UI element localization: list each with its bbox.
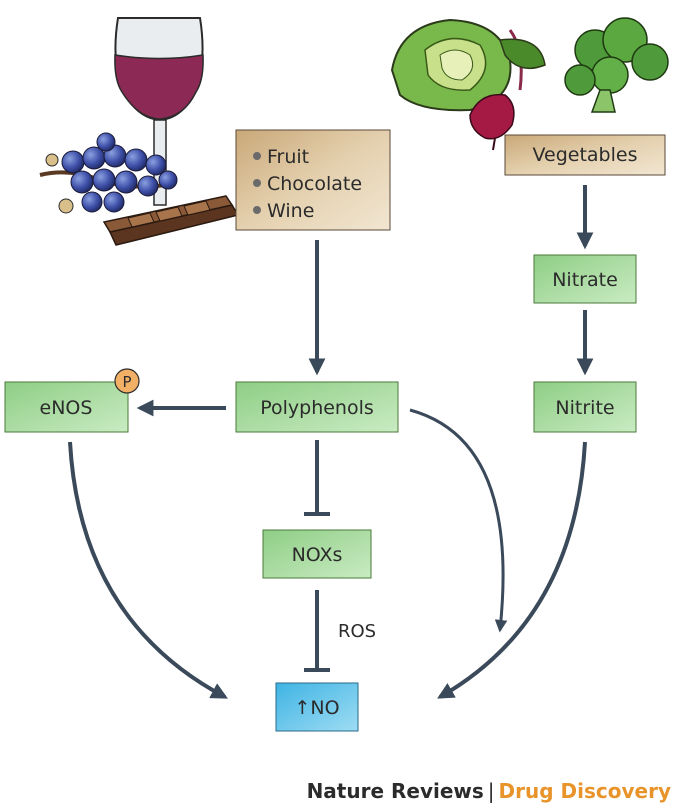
vegetables-box: Vegetables [504,134,666,176]
nitrite-label: Nitrite [555,397,614,419]
no-node: ↑NO [275,682,359,732]
no-label: ↑NO [294,697,339,719]
phosphorylation-badge-label: P [122,373,131,391]
food-item-wine: Wine [267,200,314,222]
food-item-chocolate: Chocolate [267,173,362,195]
food-item-fruit: Fruit [267,146,309,168]
arrow-enos-to-no [68,441,228,699]
nitrite-node: Nitrite [533,381,637,433]
noxs-label: NOXs [292,544,343,566]
nitrate-label: Nitrate [552,269,618,291]
enos-label: eNOS [40,397,93,419]
arrow-nitrite-to-no [437,441,587,699]
credit-separator: | [487,779,495,803]
polyphenols-label: Polyphenols [260,397,374,419]
journal-name: Nature Reviews [306,779,484,803]
vegetables-illustration [390,17,669,151]
arrows [68,185,594,699]
vegetables-label: Vegetables [533,144,638,166]
nitrate-node: Nitrate [533,254,637,304]
journal-section: Drug Discovery [498,779,671,803]
enos-node: eNOS [4,381,129,433]
food-sources-box: Fruit Chocolate Wine [235,129,391,231]
polyphenols-node: Polyphenols [235,381,399,433]
ros-label: ROS [338,621,376,642]
noxs-node: NOXs [262,529,372,579]
grapes-illustration [39,132,178,214]
phosphorylation-badge: P [114,368,140,394]
arrow-polyphenols-to-no [409,408,508,633]
journal-credit: Nature Reviews|Drug Discovery [307,779,671,803]
